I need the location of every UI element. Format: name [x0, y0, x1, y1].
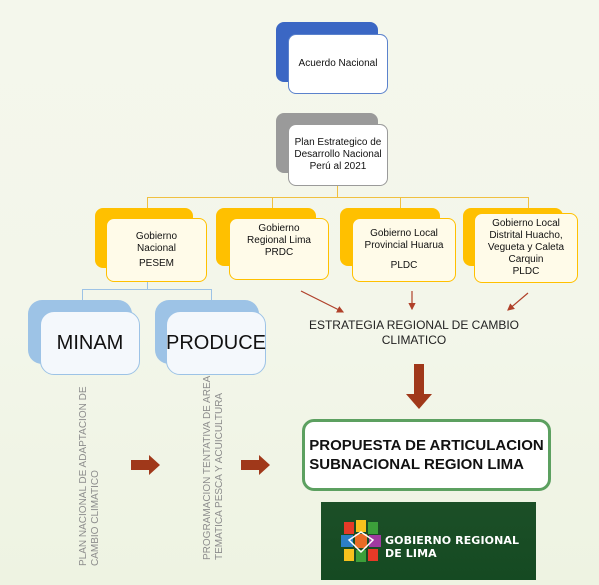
connector-plan-down	[337, 186, 338, 198]
plan-adaptacion-text: PLAN NACIONAL DE ADAPTACION DE CAMBIO CL…	[78, 387, 102, 567]
gob-distrital-label-3: Vegueta y Caleta	[487, 242, 565, 253]
connector-to-distrital	[528, 197, 529, 209]
plan-label-1: Plan Estrategico de	[294, 137, 382, 148]
estrategia-label: ESTRATEGIA REGIONAL DE CAMBIO CLIMATICO	[286, 318, 542, 348]
estrategia-label-2: CLIMATICO	[381, 333, 447, 347]
logo-emblem-icon	[341, 520, 381, 562]
gob-distrital-label-2: Distrital Huacho,	[489, 230, 563, 241]
arrow-distrital-to-estrategia	[507, 292, 529, 311]
logo-text: GOBIERNO REGIONAL DE LIMA	[385, 534, 520, 560]
minam-label: MINAM	[56, 332, 124, 354]
plan-label-2: Desarrollo Nacional	[294, 149, 382, 160]
connector-to-nacional	[147, 197, 148, 209]
gob-provincial-node: Gobierno Local Provincial Huarua PLDC	[352, 218, 456, 282]
connector-nacional-down	[147, 282, 148, 290]
plan-label-3: Perú al 2021	[309, 161, 367, 172]
gob-provincial-tag: PLDC	[390, 260, 418, 271]
propuesta-label-2: SUBNACIONAL REGION LIMA	[309, 456, 524, 473]
arrow-regional-to-estrategia	[300, 290, 345, 313]
connector-to-regional	[272, 197, 273, 209]
connector-to-provincial	[400, 197, 401, 209]
gob-distrital-label-4: Carquin	[508, 254, 544, 265]
gob-nacional-label-2: Nacional	[137, 242, 176, 254]
produce-node: PRODUCE	[166, 311, 266, 375]
estrategia-label-1: ESTRATEGIA REGIONAL DE CAMBIO	[308, 318, 520, 332]
gob-regional-label-1: Gobierno	[258, 223, 300, 234]
gob-regional-node: Gobierno Regional Lima PRDC	[229, 218, 329, 280]
connector-sector-horizontal	[82, 289, 212, 290]
minam-node: MINAM	[40, 311, 140, 375]
connector-to-minam	[82, 289, 83, 300]
gob-nacional-label-1: Gobierno	[135, 230, 178, 242]
gob-nacional-node: Gobierno Nacional PESEM	[106, 218, 207, 282]
produce-label: PRODUCE	[166, 332, 267, 354]
connector-to-produce	[211, 289, 212, 300]
programacion-line-1: PROGRAMACION TENTATIVA DE AREA	[202, 375, 213, 560]
gob-provincial-label-1: Gobierno Local	[370, 228, 438, 239]
right-arrow-icon	[131, 455, 160, 475]
gob-distrital-label-1: Gobierno Local	[492, 218, 560, 229]
gob-regional-tag: PRDC	[264, 247, 294, 258]
down-arrow-icon	[406, 364, 432, 409]
programacion-line-2: TEMATICA PESCA Y ACUICULTURA	[214, 392, 225, 560]
right-arrow-icon	[241, 455, 270, 475]
gob-distrital-tag: PLDC	[512, 266, 540, 277]
plan-node: Plan Estrategico de Desarrollo Nacional …	[288, 124, 388, 186]
gob-distrital-node: Gobierno Local Distrital Huacho, Vegueta…	[474, 213, 578, 283]
plan-adaptacion-line-1: PLAN NACIONAL DE ADAPTACION DE	[78, 386, 89, 567]
acuerdo-node: Acuerdo Nacional	[288, 34, 388, 94]
programacion-text: PROGRAMACION TENTATIVA DE AREA TEMATICA …	[202, 376, 226, 560]
propuesta-label-1: PROPUESTA DE ARTICULACION	[309, 437, 544, 454]
connector-horizontal	[147, 197, 529, 198]
plan-adaptacion-line-2: CAMBIO CLIMATICO	[90, 470, 101, 566]
gob-nacional-tag: PESEM	[138, 257, 174, 269]
gobierno-regional-logo: GOBIERNO REGIONAL DE LIMA	[321, 502, 536, 580]
gob-provincial-label-2: Provincial Huarua	[364, 240, 444, 251]
propuesta-box: PROPUESTA DE ARTICULACION SUBNACIONAL RE…	[302, 419, 551, 491]
gob-regional-label-2: Regional Lima	[247, 235, 311, 246]
acuerdo-label: Acuerdo Nacional	[298, 58, 378, 69]
